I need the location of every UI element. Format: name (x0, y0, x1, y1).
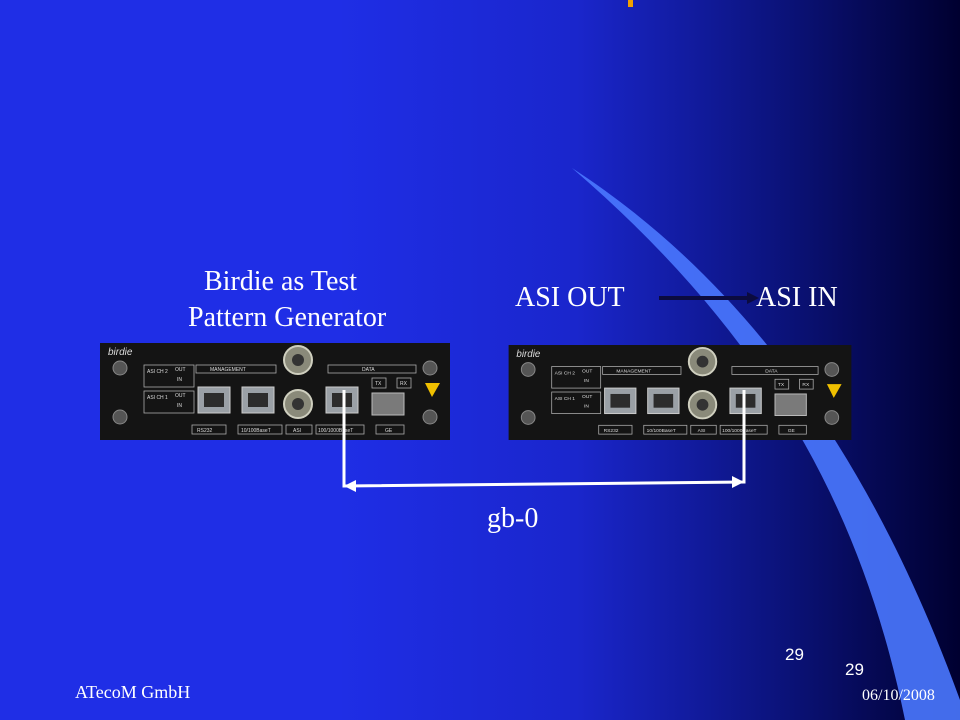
svg-text:IN: IN (584, 404, 589, 410)
asi-in-label: ASI IN (756, 282, 838, 313)
svg-text:OUT: OUT (582, 394, 592, 400)
svg-text:TX: TX (778, 382, 785, 388)
asi-arrow (659, 292, 759, 304)
svg-text:birdie: birdie (516, 349, 540, 360)
svg-text:GE: GE (788, 428, 796, 434)
svg-text:ASI: ASI (293, 428, 301, 434)
svg-text:MANAGEMENT: MANAGEMENT (210, 367, 246, 373)
top-accent-mark (628, 0, 633, 7)
svg-text:RX: RX (802, 382, 810, 388)
svg-text:ASI: ASI (698, 428, 706, 434)
svg-text:100/1000BaseT: 100/1000BaseT (318, 428, 353, 434)
svg-text:OUT: OUT (175, 393, 186, 399)
link-label: gb-0 (487, 503, 539, 534)
svg-text:OUT: OUT (582, 368, 592, 374)
svg-text:OUT: OUT (175, 367, 186, 373)
title-line-2: Pattern Generator (188, 302, 387, 333)
footer-company: ATecoM GmbH (75, 682, 191, 702)
footer-date: 06/10/2008 (862, 687, 935, 704)
svg-text:ASI CH 2: ASI CH 2 (555, 370, 576, 376)
birdie-device-left: birdie ASI CH 2 ASI CH 1 OUT IN OUT IN M… (100, 343, 450, 440)
svg-text:10/100BaseT: 10/100BaseT (647, 428, 676, 434)
birdie-device-right: birdie ASI CH 2 ASI CH 1 OUT IN OUT IN M… (508, 345, 852, 440)
svg-text:GE: GE (385, 428, 393, 434)
svg-text:IN: IN (584, 378, 589, 384)
asi-out-label: ASI OUT (515, 282, 625, 313)
svg-text:IN: IN (177, 403, 182, 409)
svg-text:MANAGEMENT: MANAGEMENT (616, 368, 651, 374)
svg-text:RS232: RS232 (604, 428, 619, 434)
svg-text:RX: RX (400, 381, 408, 387)
svg-text:10/100BaseT: 10/100BaseT (241, 428, 271, 434)
svg-text:100/1000BaseT: 100/1000BaseT (722, 428, 756, 434)
svg-text:RS232: RS232 (197, 428, 213, 434)
gb-0-connection (342, 390, 746, 492)
svg-text:DATA: DATA (362, 367, 375, 373)
title-line-1: Birdie as Test (204, 266, 358, 297)
svg-text:IN: IN (177, 377, 182, 383)
svg-text:ASI CH 1: ASI CH 1 (555, 396, 576, 402)
svg-text:ASI CH 2: ASI CH 2 (147, 369, 168, 375)
page-number-2: 29 (845, 660, 864, 679)
page-number-1: 29 (785, 645, 804, 664)
svg-text:ASI CH 1: ASI CH 1 (147, 395, 168, 401)
svg-text:TX: TX (375, 381, 382, 387)
svg-text:DATA: DATA (765, 368, 778, 374)
device-brand: birdie (108, 347, 133, 358)
